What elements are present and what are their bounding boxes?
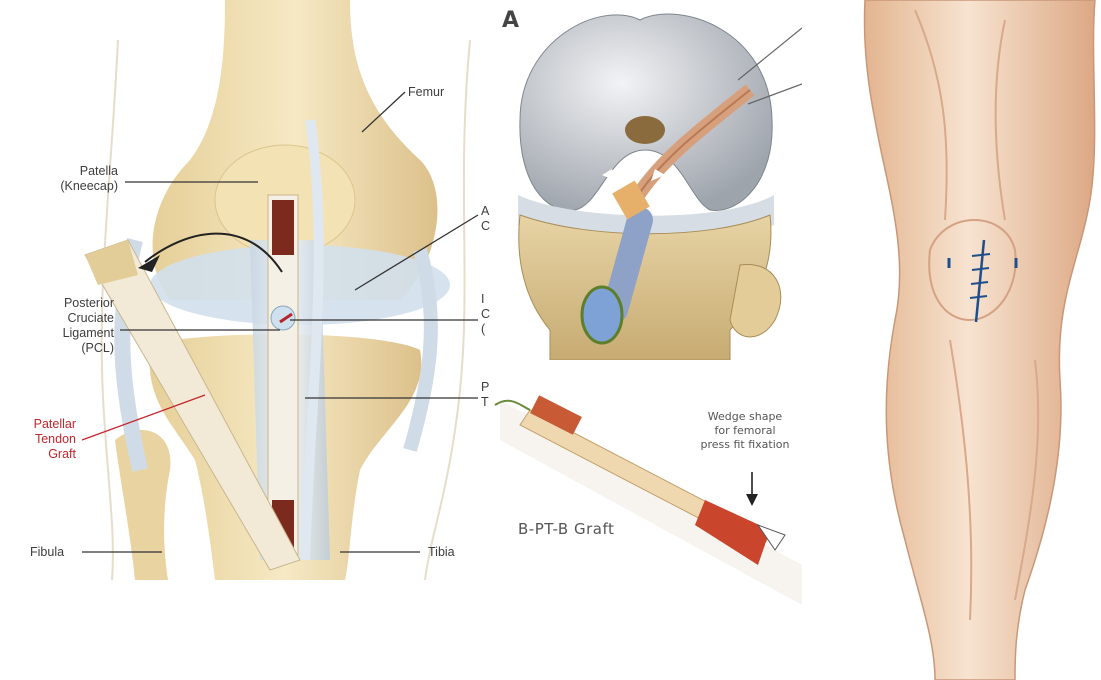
knee-anatomy-diagram: Femur Patella (Kneecap) Posterior Crucia…	[0, 0, 490, 680]
label-cut-c: P T	[481, 380, 489, 410]
label-tibia: Tibia	[428, 545, 455, 560]
leg-silhouette	[864, 0, 1095, 680]
label-patellar-tendon-graft: Patellar Tendon Graft	[20, 417, 76, 462]
bptb-graft-illustration: B-PT-B Graft Wedge shape for femoral pre…	[490, 360, 802, 605]
label-fibula: Fibula	[30, 545, 64, 560]
panel-letter: A	[502, 8, 519, 33]
graft-title: B-PT-B Graft	[518, 520, 614, 538]
notch-hole	[625, 116, 665, 144]
wedge-arrow-head	[746, 494, 758, 506]
label-cut-a: A C	[481, 204, 490, 234]
tunnel-marker	[271, 306, 295, 330]
label-cut-b: I C (	[481, 292, 490, 337]
tunnel-opening	[582, 287, 622, 343]
label-patella: Patella (Kneecap)	[28, 164, 118, 194]
acl-tunnel-illustration: A	[490, 0, 802, 360]
graft-drawing	[490, 360, 802, 605]
bone-block-top	[272, 200, 294, 255]
label-pcl: Posterior Cruciate Ligament (PCL)	[20, 296, 114, 356]
label-femur: Femur	[408, 85, 444, 100]
fibula-head	[730, 264, 781, 336]
leg-drawing	[855, 0, 1101, 680]
femur-tunnel-illustration	[490, 0, 802, 360]
wedge-shape-note: Wedge shape for femoral press fit fixati…	[685, 410, 802, 452]
leg-incision-illustration	[855, 0, 1101, 680]
